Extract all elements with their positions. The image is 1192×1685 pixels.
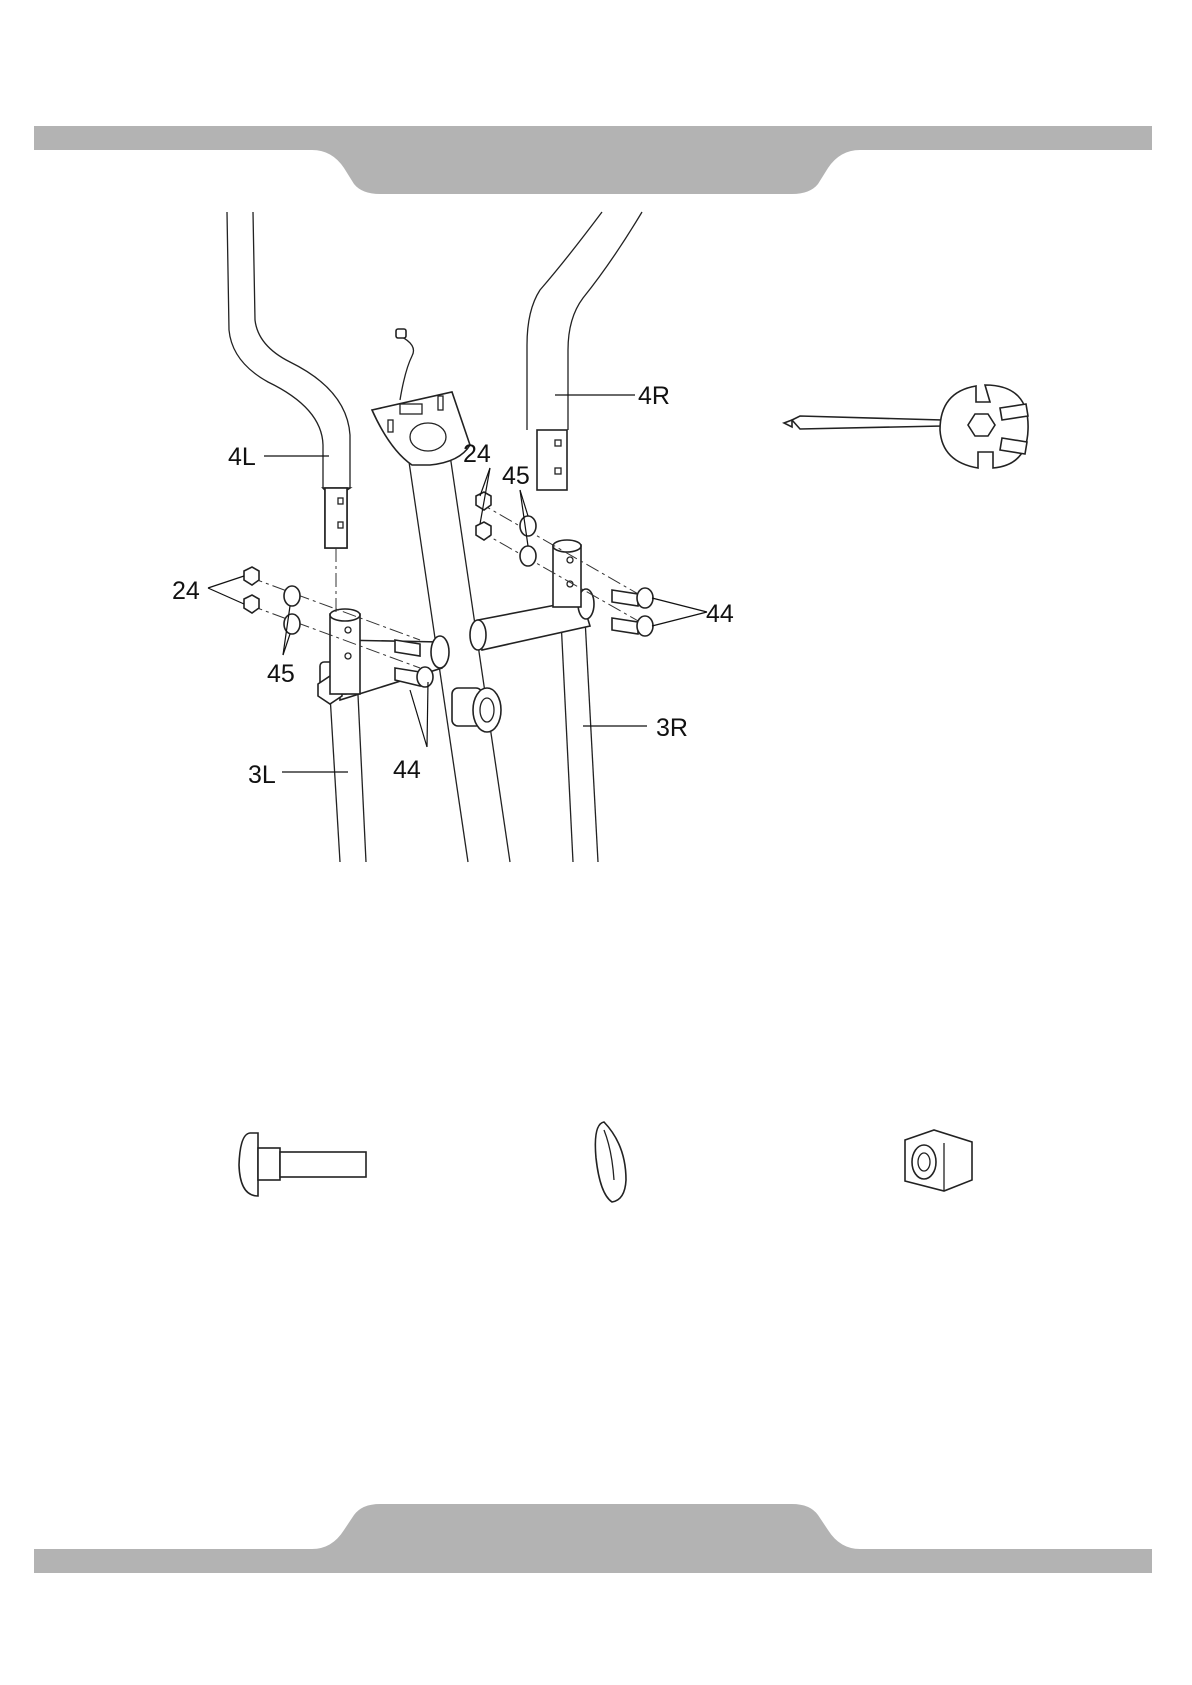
handlebar-4L — [227, 212, 350, 548]
label-4L: 4L — [228, 443, 256, 471]
label-3R: 3R — [656, 714, 688, 742]
header-band — [34, 126, 1152, 194]
label-3L: 3L — [248, 761, 276, 789]
label-44-right: 44 — [706, 600, 734, 628]
lower-arm-3R — [560, 600, 598, 862]
lower-arm-3L — [330, 695, 366, 862]
crossbar-left — [318, 609, 449, 704]
label-44-left: 44 — [393, 756, 421, 784]
tension-knob[interactable] — [452, 688, 501, 732]
footer-band — [34, 1504, 1152, 1573]
carriage-bolt-icon — [239, 1133, 366, 1196]
label-24-left: 24 — [172, 577, 200, 605]
label-24-right: 24 — [463, 440, 491, 468]
handlebar-4R — [527, 212, 642, 490]
label-45-left: 45 — [267, 660, 295, 688]
label-4R: 4R — [638, 382, 670, 410]
wrench-screwdriver-tool-icon — [784, 385, 1028, 468]
curved-washer-icon — [595, 1122, 626, 1202]
label-45-right: 45 — [502, 462, 530, 490]
hex-nut-icon — [905, 1130, 972, 1191]
